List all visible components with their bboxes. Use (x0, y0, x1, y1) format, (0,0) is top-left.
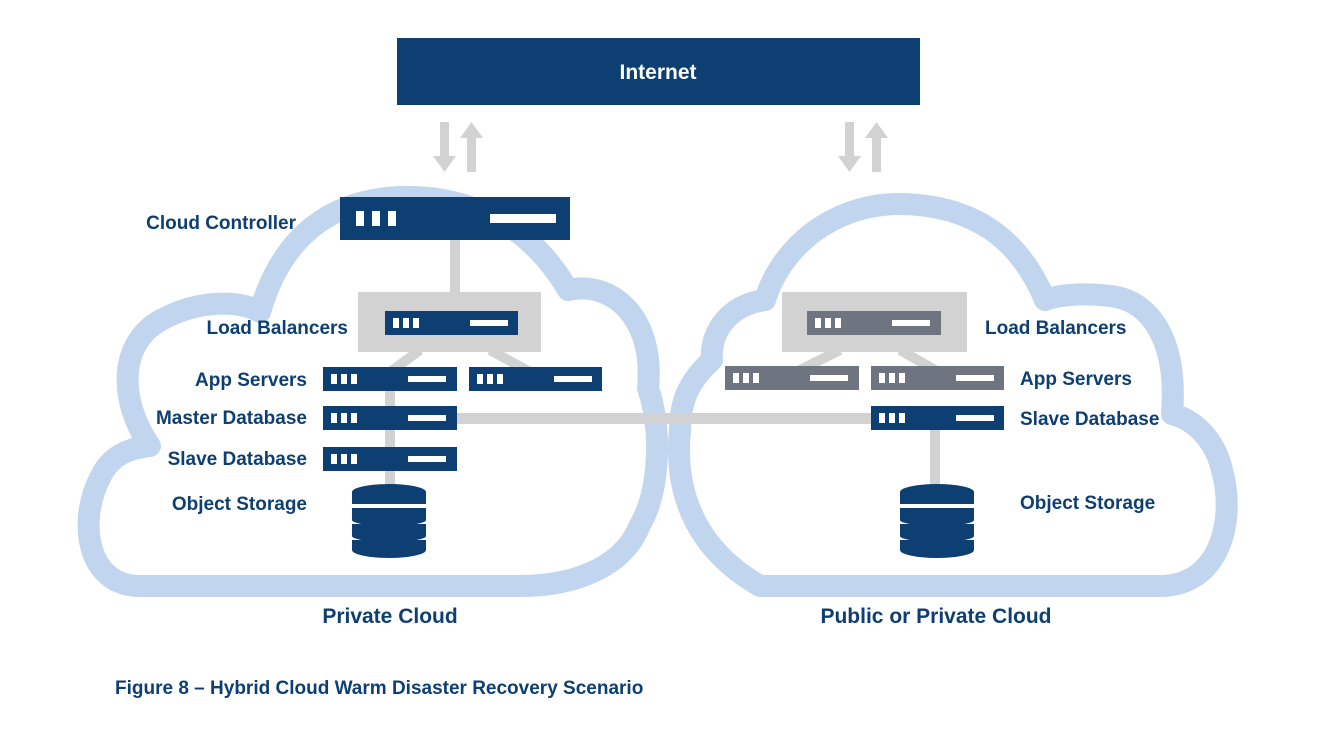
private-slave-database-label: Slave Database (168, 449, 307, 470)
public-load-balancers-label: Load Balancers (985, 318, 1127, 339)
internet-box: Internet (397, 38, 920, 105)
public-load-balancer-box (782, 292, 967, 352)
arrows-left-icon (433, 122, 483, 172)
public-slave-database (871, 406, 1004, 430)
private-object-storage-label: Object Storage (172, 494, 307, 515)
private-slave-database (323, 447, 457, 471)
public-app-server-1 (725, 366, 859, 390)
public-app-server-2 (871, 366, 1004, 390)
public-cloud-title: Public or Private Cloud (820, 605, 1051, 628)
public-storage-icon (900, 484, 974, 558)
private-app-server-1 (323, 367, 457, 391)
private-load-balancers-label: Load Balancers (207, 318, 349, 339)
public-object-storage-label: Object Storage (1020, 493, 1155, 514)
private-load-balancer-box (358, 292, 541, 352)
private-master-database (323, 406, 457, 430)
private-storage-icon (352, 484, 426, 558)
private-cloud-title: Private Cloud (322, 605, 457, 628)
replication-link (456, 413, 872, 424)
cloud-controller-server (340, 197, 570, 240)
public-app-servers-label: App Servers (1020, 369, 1132, 390)
internet-label: Internet (619, 61, 696, 84)
private-master-database-label: Master Database (156, 408, 307, 429)
public-cloud-outline (667, 193, 1238, 597)
figure-caption: Figure 8 – Hybrid Cloud Warm Disaster Re… (115, 678, 643, 699)
public-slave-database-label: Slave Database (1020, 409, 1159, 430)
private-app-servers-label: App Servers (195, 370, 307, 391)
arrows-right-icon (838, 122, 888, 172)
private-app-server-2 (469, 367, 602, 391)
cloud-controller-label: Cloud Controller (146, 213, 296, 234)
